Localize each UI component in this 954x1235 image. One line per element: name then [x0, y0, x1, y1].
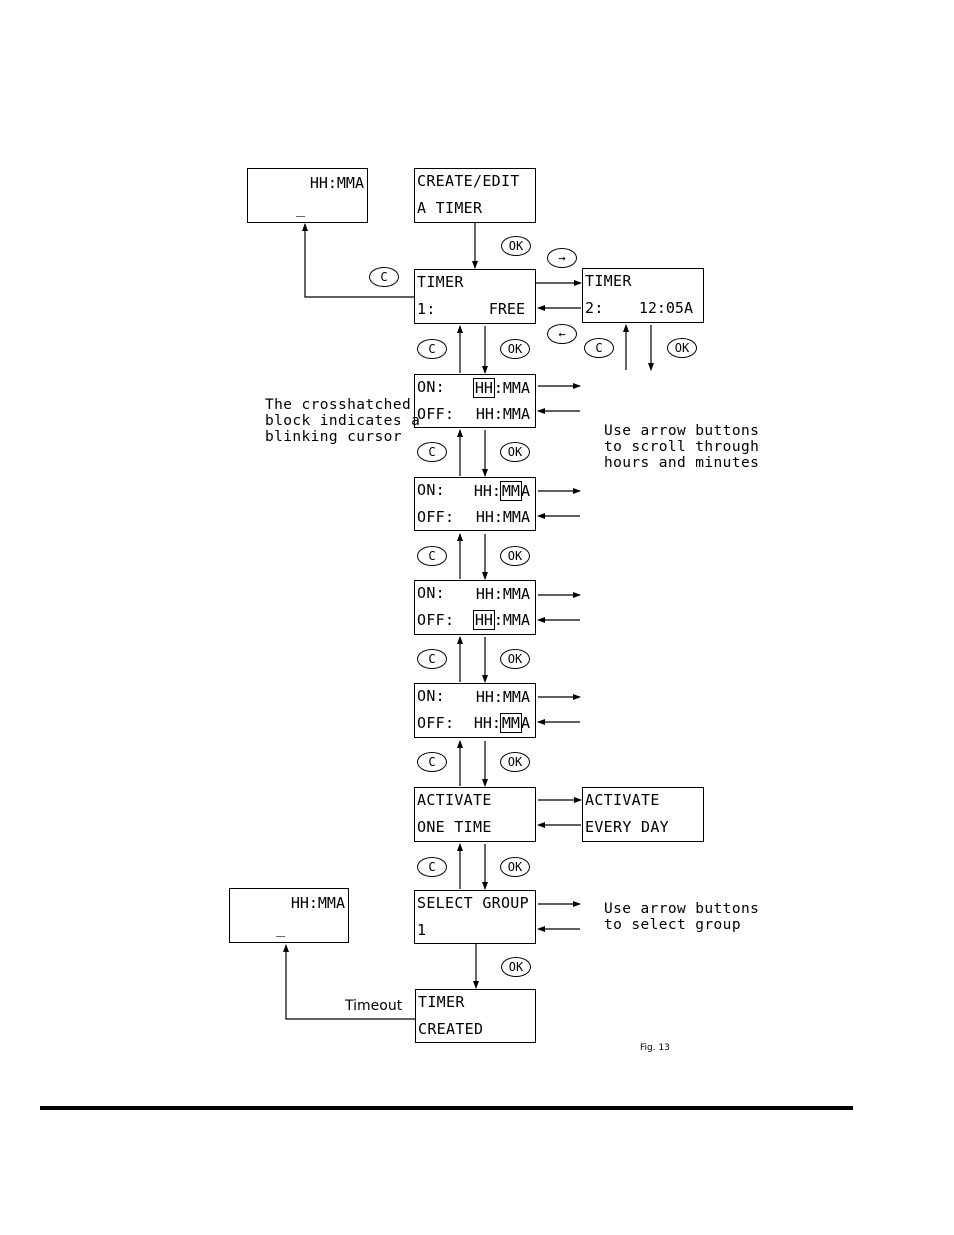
off-time: HH:MMA: [475, 508, 530, 526]
timer-number: 2:: [585, 299, 604, 317]
on-off-screen-on-minutes: ON: HH:MMA OFF: HH:MMA: [414, 477, 536, 531]
screen-line-1: TIMER: [418, 993, 465, 1011]
off-label: OFF:: [417, 405, 455, 423]
on-off-screen-off-hours: ON: HH:MMA OFF: HH:MMA: [414, 580, 536, 635]
screen-line-1: SELECT GROUP: [417, 894, 529, 912]
timer-2-screen: TIMER 2: 12:05A: [582, 268, 704, 323]
timer-created-screen: TIMER CREATED: [415, 989, 536, 1043]
off-time: HH:MMA: [475, 405, 530, 423]
ok-button[interactable]: OK: [500, 752, 530, 772]
ok-button[interactable]: OK: [500, 546, 530, 566]
ok-button[interactable]: OK: [500, 339, 530, 359]
on-time: HH:MMA: [472, 378, 530, 398]
crosshatch-note: The crosshatched block indicates a blink…: [265, 397, 421, 445]
off-label: OFF:: [417, 714, 455, 732]
off-time: HH:MMA: [473, 713, 530, 733]
activate-one-time-screen: ACTIVATE ONE TIME: [414, 787, 536, 842]
on-label: ON:: [417, 481, 445, 499]
scroll-note: Use arrow buttons to scroll through hour…: [604, 423, 760, 471]
screen-line-1: TIMER: [417, 273, 464, 291]
on-label: ON:: [417, 378, 445, 396]
timeout-label: Timeout: [345, 998, 403, 1014]
on-label: ON:: [417, 687, 445, 705]
left-arrow-button[interactable]: ←: [547, 324, 577, 344]
page-rule: [40, 1106, 853, 1110]
blinking-cursor-block: HH: [472, 610, 495, 630]
time-format-text: HH:MMA: [309, 174, 364, 192]
screen-line-2: ONE TIME: [417, 818, 492, 836]
cancel-button[interactable]: C: [417, 442, 447, 462]
cancel-button[interactable]: C: [369, 267, 399, 287]
timer-status: FREE: [488, 300, 525, 318]
time-display-screen-top: HH:MMA _: [247, 168, 368, 223]
screen-line-2: CREATED: [418, 1020, 484, 1038]
off-time: HH:MMA: [472, 610, 530, 630]
group-number: 1: [417, 921, 427, 939]
on-off-screen-on-hours: ON: HH:MMA OFF: HH:MMA: [414, 374, 536, 428]
blinking-cursor-block: HH: [472, 378, 495, 398]
cancel-button[interactable]: C: [417, 752, 447, 772]
group-note: Use arrow buttons to select group: [604, 901, 760, 933]
ok-button[interactable]: OK: [500, 442, 530, 462]
timer-time: 12:05A: [638, 299, 693, 317]
timer-number: 1:: [417, 300, 436, 318]
cancel-button[interactable]: C: [417, 339, 447, 359]
ok-button[interactable]: OK: [500, 649, 530, 669]
blinking-cursor-block: MM: [499, 713, 522, 733]
cancel-button[interactable]: C: [417, 857, 447, 877]
time-display-screen-bottom: HH:MMA _: [229, 888, 349, 943]
screen-line-1: ACTIVATE: [417, 791, 492, 809]
ok-button[interactable]: OK: [501, 236, 531, 256]
off-label: OFF:: [417, 508, 455, 526]
figure-label: Fig. 13: [640, 1043, 670, 1053]
timer-1-screen: TIMER 1: FREE: [414, 269, 536, 324]
blinking-cursor-block: MM: [499, 481, 522, 501]
on-time: HH:MMA: [475, 585, 530, 603]
select-group-screen: SELECT GROUP 1: [414, 890, 536, 944]
ok-button[interactable]: OK: [667, 338, 697, 358]
activate-every-day-screen: ACTIVATE EVERY DAY: [582, 787, 704, 842]
on-off-screen-off-minutes: ON: HH:MMA OFF: HH:MMA: [414, 683, 536, 738]
cancel-button[interactable]: C: [417, 546, 447, 566]
screen-line-2: EVERY DAY: [585, 818, 669, 836]
right-arrow-button[interactable]: →: [547, 248, 577, 268]
cursor-underscore: _: [296, 199, 306, 217]
cancel-button[interactable]: C: [584, 338, 614, 358]
ok-button[interactable]: OK: [501, 957, 531, 977]
screen-line-2: A TIMER: [417, 199, 483, 217]
cancel-button[interactable]: C: [417, 649, 447, 669]
on-label: ON:: [417, 584, 445, 602]
on-time: HH:MMA: [473, 481, 530, 501]
on-time: HH:MMA: [475, 688, 530, 706]
time-format-text: HH:MMA: [290, 894, 345, 912]
screen-line-1: ACTIVATE: [585, 791, 660, 809]
screen-line-1: TIMER: [585, 272, 632, 290]
create-edit-screen: CREATE/EDIT A TIMER: [414, 168, 536, 223]
ok-button[interactable]: OK: [500, 857, 530, 877]
screen-line-1: CREATE/EDIT: [417, 172, 520, 190]
cursor-underscore: _: [276, 919, 286, 937]
off-label: OFF:: [417, 611, 455, 629]
